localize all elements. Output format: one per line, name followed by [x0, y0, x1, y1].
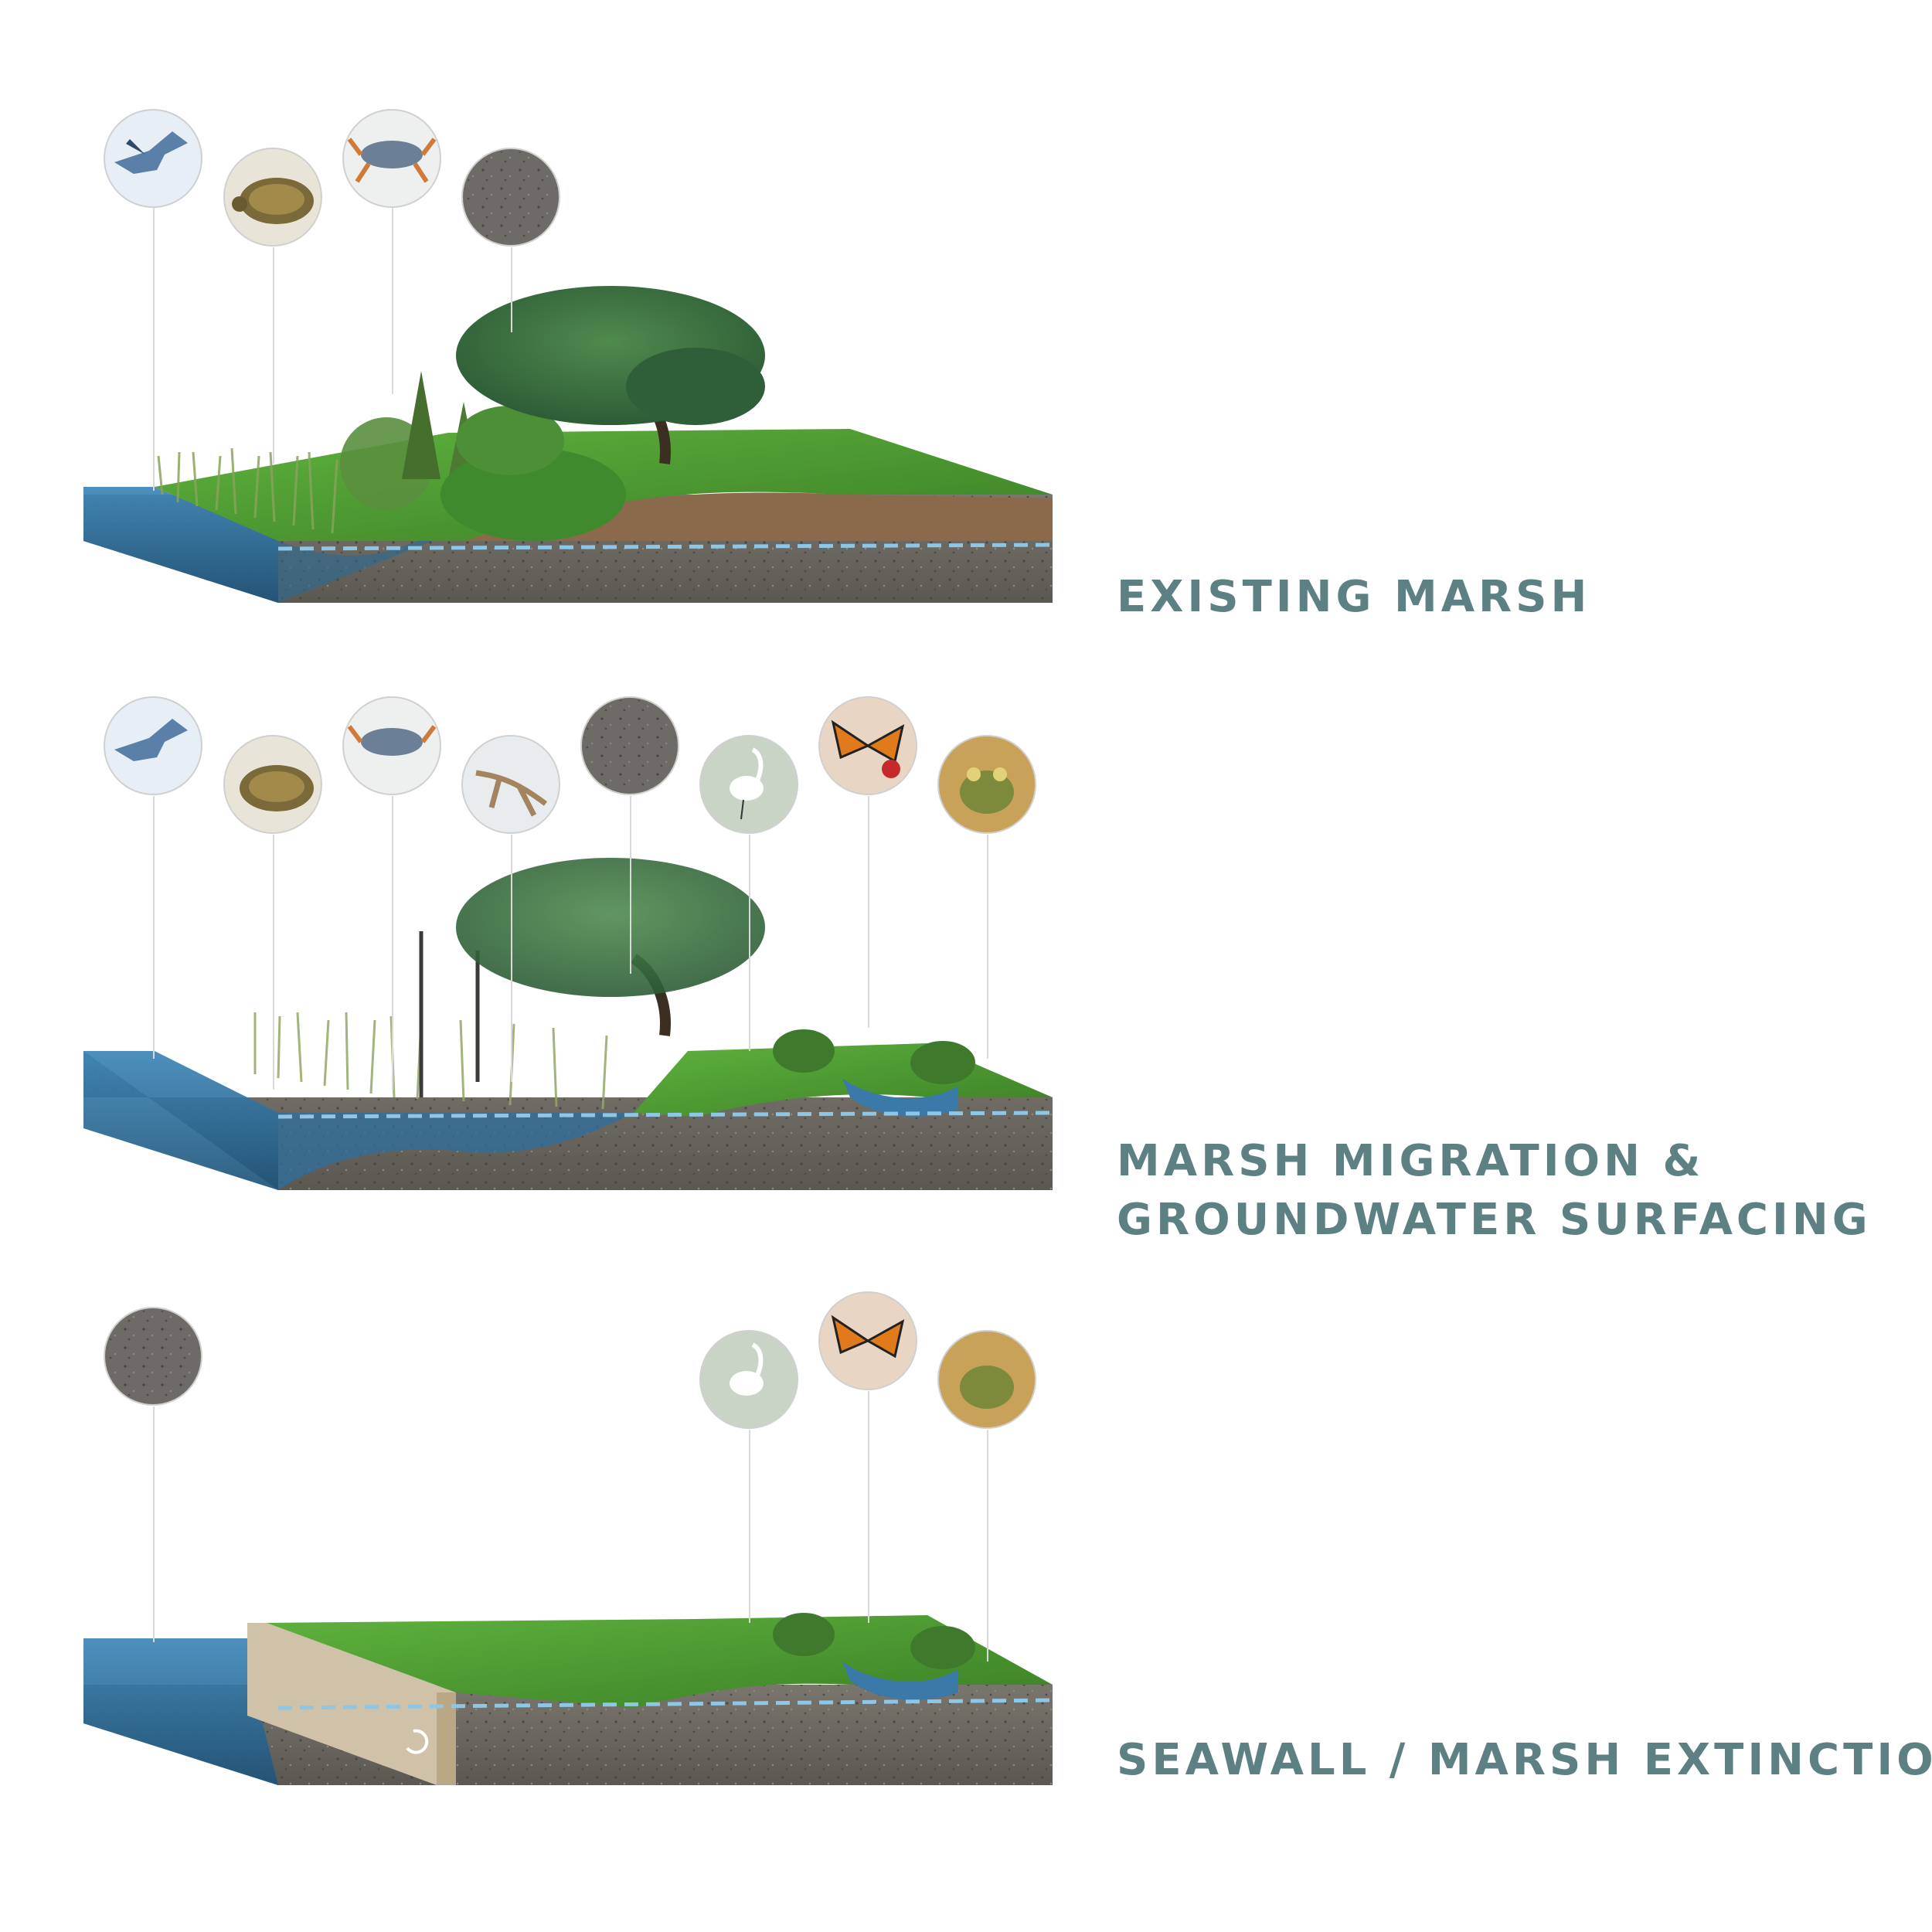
scenario-marsh-migration: MARSH MIGRATION & GROUNDWATER SURFACING: [0, 696, 1932, 1283]
seawall-cross-section: [83, 1613, 1053, 1785]
butterfly-icon: [818, 1291, 918, 1391]
title-line: SEAWALL / MARSH EXTINCTION: [1117, 1735, 1932, 1785]
turtle-icon: [223, 147, 323, 247]
leader-line: [511, 835, 512, 1082]
leader-line: [511, 247, 512, 332]
title-line: GROUNDWATER SURFACING: [1117, 1195, 1872, 1245]
title-line: EXISTING MARSH: [1117, 572, 1591, 622]
leader-line: [868, 796, 869, 1028]
scenario-existing-marsh: EXISTING MARSH: [0, 0, 1932, 634]
leader-line: [153, 1406, 155, 1642]
soil-icon: [580, 696, 680, 796]
heron-icon: [103, 108, 203, 209]
leader-line: [630, 796, 631, 974]
leader-line: [749, 1430, 750, 1623]
scenario-title: EXISTING MARSH: [1117, 568, 1590, 627]
leader-line: [868, 1391, 869, 1623]
driftwood-icon: [461, 734, 561, 835]
butterfly-icon: [818, 696, 918, 796]
frog-icon: [937, 734, 1037, 835]
title-line: MARSH MIGRATION &: [1117, 1136, 1705, 1186]
egret-icon: [699, 734, 799, 835]
heron-icon: [103, 696, 203, 796]
scenario-seawall: SEAWALL / MARSH EXTINCTION: [0, 1291, 1932, 1878]
leader-line: [273, 835, 274, 1090]
leader-line: [987, 1430, 988, 1662]
existing-marsh-cross-section: [83, 286, 1053, 603]
leader-line: [987, 835, 988, 1059]
scenario-title: MARSH MIGRATION & GROUNDWATER SURFACING: [1117, 1132, 1872, 1250]
marsh-migration-cross-section: [83, 858, 1053, 1190]
leader-line: [153, 205, 155, 491]
frog-icon: [937, 1329, 1037, 1430]
scenario-title: SEAWALL / MARSH EXTINCTION: [1117, 1731, 1932, 1790]
leader-line: [153, 796, 155, 1059]
leader-line: [273, 247, 274, 464]
soil-icon: [103, 1306, 203, 1406]
crab-icon: [342, 108, 442, 209]
soil-icon: [461, 147, 561, 247]
egret-icon: [699, 1329, 799, 1430]
crab-icon: [342, 696, 442, 796]
turtle-icon: [223, 734, 323, 835]
leader-line: [392, 796, 393, 1090]
leader-line: [392, 205, 393, 394]
leader-line: [749, 835, 750, 1051]
